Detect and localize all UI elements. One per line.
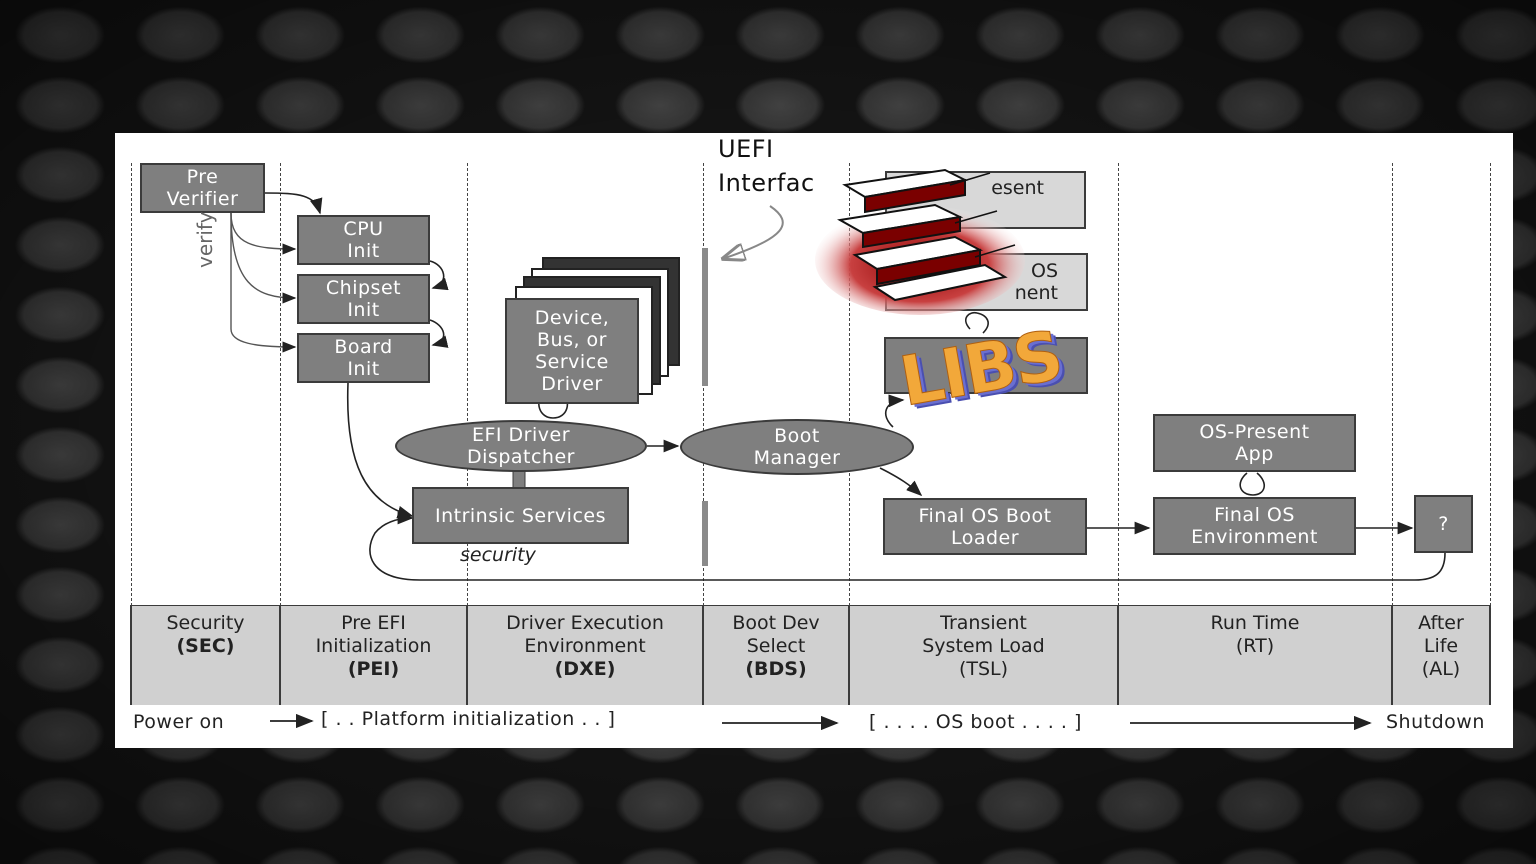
phase-al: After Life (AL)	[1393, 606, 1491, 705]
phase-dxe-line3: (DXE)	[554, 658, 616, 680]
phase-bds-line2: Select	[746, 635, 806, 657]
timeline-platform-init: [ . . Platform initialization . . ]	[321, 708, 616, 730]
uefi-title-line1: UEFI	[718, 135, 774, 163]
phase-separator	[1118, 163, 1119, 606]
phase-separator	[849, 163, 850, 606]
intrinsic-services-box: Intrinsic Services	[412, 487, 629, 544]
phase-sec-line1: Security	[166, 612, 245, 634]
phase-separator	[280, 163, 281, 606]
phase-bds-line1: Boot Dev	[732, 612, 820, 634]
phase-rt-line1: Run Time	[1210, 612, 1300, 634]
pre-verifier-box: Pre Verifier	[140, 163, 265, 213]
timeline-shutdown: Shutdown	[1386, 711, 1485, 733]
phase-tsl-line2: System Load	[922, 635, 1045, 657]
uefi-title-line2: Interfac	[718, 169, 815, 197]
diagram-slide: UEFI Interfac Pre Verifier verify CPU In…	[115, 133, 1513, 748]
chipset-init-box: Chipset Init	[297, 274, 430, 324]
device-driver-box: Device, Bus, or Service Driver	[505, 298, 639, 404]
phase-separator	[1490, 163, 1491, 606]
unknown-afterlife-box: ?	[1414, 495, 1473, 553]
phase-pei-line1: Pre EFI	[341, 612, 406, 634]
boot-manager: Boot Manager	[680, 419, 914, 475]
os-env-line1: OS	[1030, 260, 1058, 282]
phase-al-line2: Life	[1423, 635, 1459, 657]
os-env-line2: nent	[1014, 282, 1058, 304]
phase-pei-line3: (PEI)	[347, 658, 400, 680]
efi-driver-dispatcher: EFI Driver Dispatcher	[395, 420, 647, 472]
cpu-init-box: CPU Init	[297, 215, 430, 265]
os-present-app-box: OS-Present App	[1153, 414, 1356, 472]
phase-al-line3: (AL)	[1421, 658, 1461, 680]
phase-rt-line2: (RT)	[1235, 635, 1275, 657]
phase-tsl: Transient System Load (TSL)	[850, 606, 1119, 705]
stacked-books-icon	[815, 168, 1025, 315]
phase-bds-line3: (BDS)	[745, 658, 807, 680]
final-os-environment-box: Final OS Environment	[1153, 497, 1356, 555]
phase-pei-line2: Initialization	[315, 635, 432, 657]
phase-tsl-line1: Transient	[940, 612, 1027, 634]
phase-dxe: Driver Execution Environment (DXE)	[468, 606, 704, 705]
phase-dxe-line1: Driver Execution	[506, 612, 664, 634]
phase-tsl-line3: (TSL)	[958, 658, 1009, 680]
phase-al-line1: After	[1418, 612, 1464, 634]
phase-sec: Security (SEC)	[130, 606, 281, 705]
phase-separator	[1392, 163, 1393, 606]
timeline-power-on: Power on	[133, 711, 225, 733]
phase-sec-line2: (SEC)	[176, 635, 235, 657]
final-os-boot-loader-box: Final OS Boot Loader	[883, 498, 1087, 555]
phase-rt: Run Time (RT)	[1119, 606, 1393, 705]
verify-label: verify	[193, 211, 217, 268]
security-label: security	[460, 544, 536, 566]
phase-bds: Boot Dev Select (BDS)	[704, 606, 850, 705]
board-init-box: Board Init	[297, 333, 430, 383]
phase-dxe-line2: Environment	[524, 635, 646, 657]
phase-separator	[131, 163, 132, 606]
phase-pei: Pre EFI Initialization (PEI)	[281, 606, 468, 705]
phase-separator	[467, 163, 468, 606]
transient-loader-box-partial	[884, 337, 1088, 394]
timeline-os-boot: [ . . . . OS boot . . . . ]	[869, 711, 1082, 733]
